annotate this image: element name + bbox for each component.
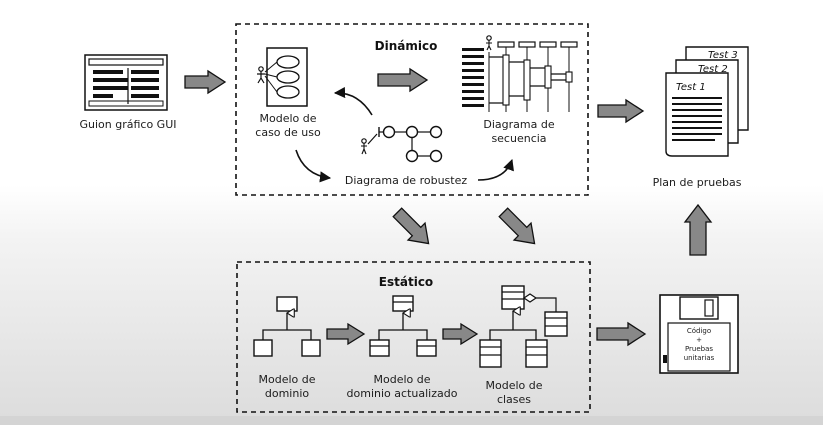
robustness-diagram-icon (361, 125, 443, 163)
disk-line-3: Pruebas (685, 345, 713, 353)
use-case-label-2: caso de uso (255, 126, 321, 139)
test-plan-icon (665, 46, 749, 157)
domain-model-icon (253, 296, 321, 357)
static-box (236, 261, 591, 413)
domain-label-2: dominio (265, 387, 310, 400)
arrow-usecase-to-robustness (295, 149, 332, 183)
sequence-label-2: secuencia (491, 132, 546, 145)
arrow-domain-to-updated (326, 322, 366, 346)
disk-line-4: unitarias (684, 354, 715, 362)
arrow-static-to-code (596, 321, 647, 347)
arrow-dynamic-to-static-2 (498, 207, 536, 245)
arrow-usecase-to-sequence (377, 67, 429, 93)
arrow-dynamic-to-static-1 (392, 207, 430, 245)
updated-domain-label-1: Modelo de (373, 373, 430, 386)
classes-label-1: Modelo de (485, 379, 542, 392)
gui-label: Guion gráfico GUI (79, 118, 176, 131)
classes-label-2: clases (497, 393, 531, 406)
sequence-label-1: Diagrama de (483, 118, 554, 131)
disk-line-2: + (696, 336, 702, 344)
use-case-label-1: Modelo de (259, 112, 316, 125)
static-title: Estático (379, 275, 433, 289)
arrow-dynamic-to-testplan (597, 98, 645, 124)
gui-storyboard-icon (84, 54, 168, 111)
domain-label-1: Modelo de (258, 373, 315, 386)
test-3-label: Test 3 (708, 50, 738, 61)
arrow-gui-to-dynamic (184, 69, 227, 95)
test-1-label: Test 1 (676, 82, 706, 93)
robustness-label: Diagrama de robustez (345, 174, 467, 187)
updated-domain-model-icon (369, 295, 437, 357)
arrow-code-to-testplan (683, 203, 713, 256)
arrow-updated-to-classes (442, 322, 479, 346)
arrow-robustness-to-usecase (333, 86, 373, 116)
disk-line-1: Código (687, 327, 711, 335)
test-2-label: Test 2 (698, 64, 728, 75)
arrow-robustness-to-sequence (477, 158, 514, 181)
updated-domain-label-2: dominio actualizado (347, 387, 458, 400)
test-plan-label: Plan de pruebas (653, 176, 742, 189)
sequence-diagram-icon (462, 35, 578, 112)
floppy-disk-icon (659, 294, 739, 374)
footer-bar (0, 416, 823, 425)
class-model-icon (479, 285, 568, 368)
dynamic-box (235, 23, 589, 196)
use-case-icon (257, 47, 308, 107)
dynamic-title: Dinámico (375, 39, 438, 53)
